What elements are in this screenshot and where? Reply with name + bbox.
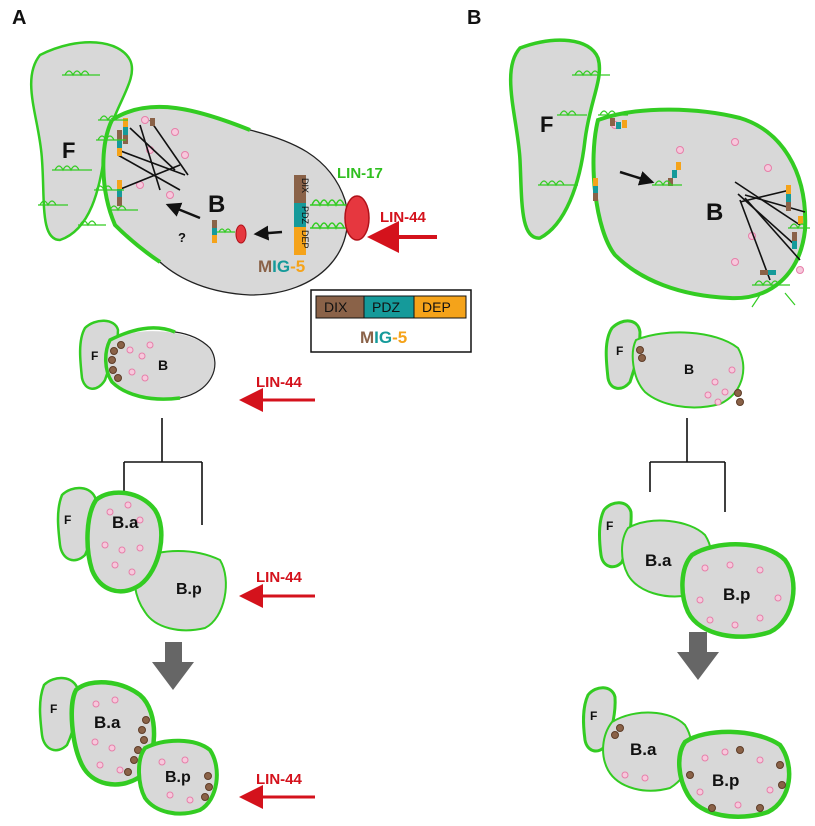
lin17-coils-left <box>38 70 138 227</box>
ba-label-b3: B.a <box>630 740 657 759</box>
lin44-label-a3: LIN-44 <box>256 771 303 788</box>
b-label-b1: B <box>684 361 694 377</box>
panel-label-b: B <box>467 7 481 29</box>
division-arrow-b <box>677 632 719 680</box>
mig5-label-top: MIG-5 <box>258 257 305 276</box>
lin17-label: LIN-17 <box>337 165 383 182</box>
ba-label-b2: B.a <box>645 551 672 570</box>
lin17-receptor <box>310 199 350 208</box>
bp-label-b3: B.p <box>712 771 739 790</box>
lin17-coils-b <box>538 70 810 308</box>
legend-pdz: PDZ <box>372 299 400 315</box>
question-mark: ? <box>178 230 186 245</box>
panel-b-detail: F B <box>508 38 810 308</box>
bp-label-a3: B.p <box>165 769 191 786</box>
b-cell <box>103 106 348 295</box>
lin44-ligand <box>344 195 370 241</box>
ba-label-a2: B.a <box>112 513 139 532</box>
f-label-b2: F <box>606 519 613 533</box>
division-arrow-a <box>152 642 194 690</box>
dix-label-vertical: DIX <box>300 178 310 193</box>
b-label: B <box>208 191 225 218</box>
lin44-label-top: LIN-44 <box>380 209 427 226</box>
f-label-a1: F <box>91 349 98 363</box>
b-label-b: B <box>706 199 723 226</box>
bp-label-b2: B.p <box>723 585 750 604</box>
panel-a-detail: F B <box>30 41 437 296</box>
ba-label-a3: B.a <box>94 713 121 732</box>
panel-a-lineage: F B LIN-44 F B.p B.a LIN-44 F B.a <box>38 319 315 816</box>
dep-label-vertical: DEP <box>300 230 310 249</box>
mig5-vertical: DIX PDZ DEP <box>294 175 310 255</box>
legend-dep: DEP <box>422 299 451 315</box>
mig5-legend: DIX PDZ DEP MIG-5 <box>310 289 472 353</box>
f-label-b3: F <box>590 709 597 723</box>
bp-label-a2: B.p <box>176 581 202 598</box>
f-label-a2: F <box>64 513 71 527</box>
b-label-a1: B <box>158 357 168 373</box>
f-label-b1: F <box>616 344 623 358</box>
f-label-a3: F <box>50 702 57 716</box>
lin44-label-a2: LIN-44 <box>256 569 303 586</box>
pdz-label-vertical: PDZ <box>300 206 310 225</box>
lin44-label-a1: LIN-44 <box>256 374 303 391</box>
legend-mig5: MIG-5 <box>360 328 407 347</box>
f-label-b: F <box>540 112 553 137</box>
f-label: F <box>62 138 75 163</box>
panel-b-lineage: F B F B.a B.p F B.a B.p <box>581 319 796 819</box>
panel-label-a: A <box>12 7 26 29</box>
f-cell <box>31 42 133 241</box>
legend-dix: DIX <box>324 299 348 315</box>
